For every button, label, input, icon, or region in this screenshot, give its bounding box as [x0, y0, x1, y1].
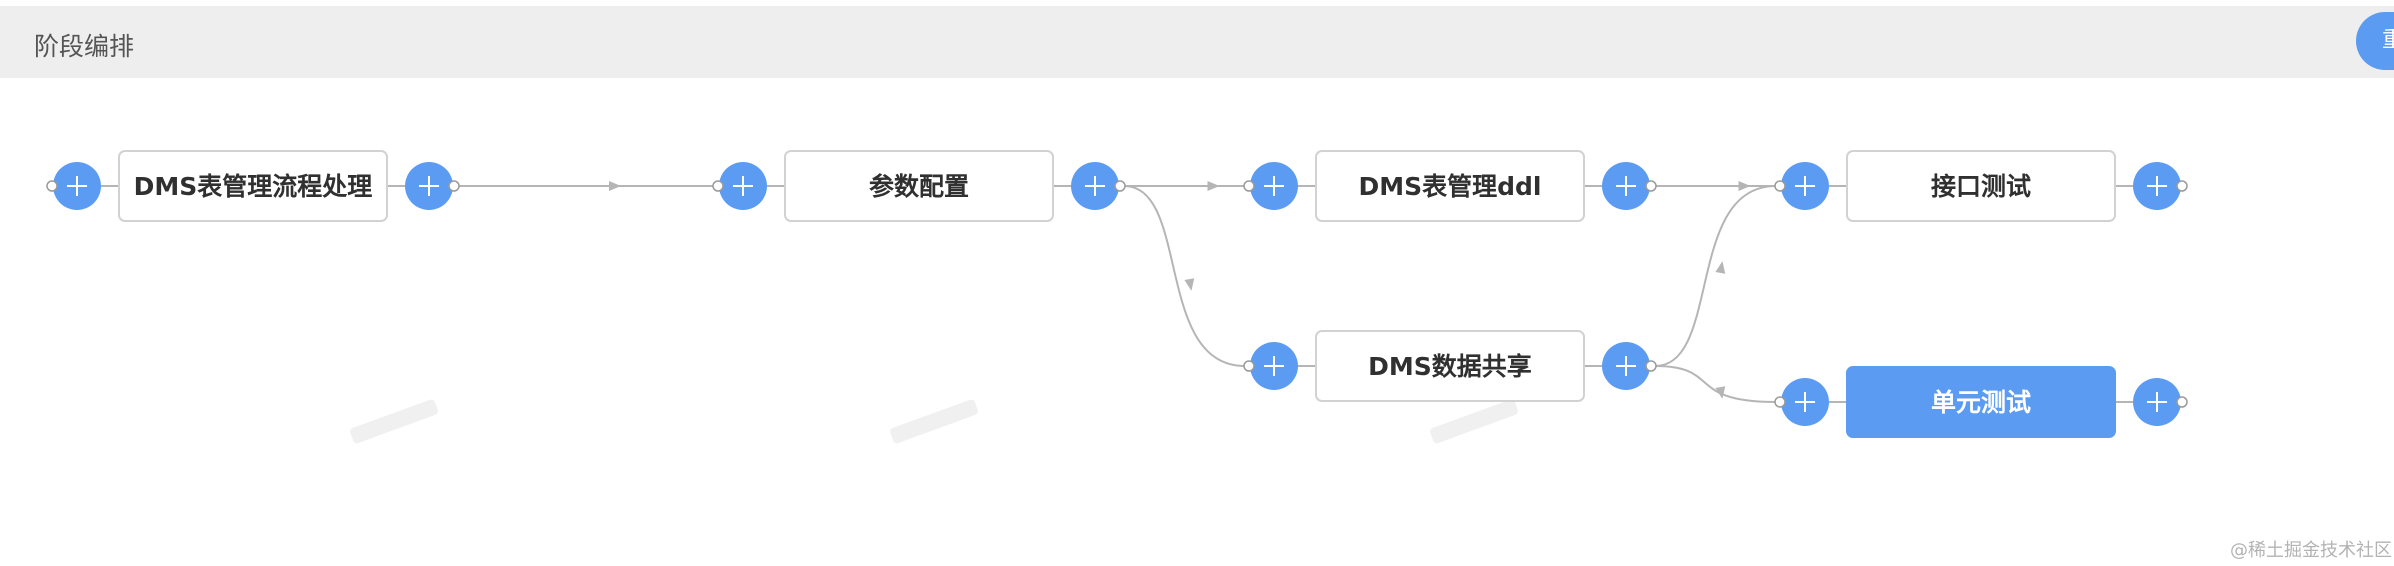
plus-icon [733, 176, 753, 196]
edge-arrowhead [1738, 181, 1751, 191]
edge-arrowhead [1207, 181, 1220, 191]
plus-icon [1795, 176, 1815, 196]
stage-label: DMS数据共享 [1368, 352, 1532, 381]
stage-node-s1[interactable]: DMS表管理流程处理 [46, 150, 460, 222]
stage-node-s3[interactable]: DMS表管理ddl [1243, 150, 1657, 222]
add-after-button[interactable] [405, 162, 460, 210]
stage-label: 单元测试 [1931, 388, 2031, 417]
add-before-button[interactable] [1243, 162, 1298, 210]
plus-icon [1616, 176, 1636, 196]
stage-label: 接口测试 [1931, 172, 2031, 201]
add-after-button[interactable] [1602, 162, 1657, 210]
plus-icon [1616, 356, 1636, 376]
connection-port[interactable] [2176, 180, 2188, 192]
add-after-button[interactable] [2133, 378, 2188, 426]
add-before-button[interactable] [46, 162, 101, 210]
stage-node-s5[interactable]: 接口测试 [1774, 150, 2188, 222]
connection-port[interactable] [1645, 360, 1657, 372]
watermark-credit: @稀土掘金技术社区 [2230, 540, 2392, 561]
stage-box[interactable] [1846, 366, 2116, 438]
stage-label: DMS表管理流程处理 [134, 172, 373, 201]
add-before-button[interactable] [1774, 378, 1829, 426]
add-after-button[interactable] [1071, 162, 1126, 210]
plus-icon [67, 176, 87, 196]
header-bar: 阶段编排 [0, 6, 2394, 78]
edge-arrowhead [1184, 278, 1195, 291]
add-before-button[interactable] [1243, 342, 1298, 390]
edge-s4-s6 [1654, 365, 1777, 403]
connection-port[interactable] [1243, 360, 1255, 372]
plus-icon [1795, 392, 1815, 412]
plus-icon [1085, 176, 1105, 196]
stage-box[interactable] [118, 150, 388, 222]
connection-port[interactable] [448, 180, 460, 192]
stage-label: 参数配置 [869, 172, 969, 201]
stage-label: DMS表管理ddl [1359, 172, 1542, 201]
connection-port[interactable] [1645, 180, 1657, 192]
add-after-button[interactable] [1602, 342, 1657, 390]
stage-box[interactable] [1315, 330, 1585, 402]
connection-port[interactable] [2176, 396, 2188, 408]
background-watermarks [350, 399, 1518, 444]
stage-box[interactable] [1315, 150, 1585, 222]
stage-node-s2[interactable]: 参数配置 [712, 150, 1126, 222]
edge-arrowhead [1715, 261, 1726, 274]
stage-node-s4[interactable]: DMS数据共享 [1243, 330, 1657, 402]
stage-box[interactable] [784, 150, 1054, 222]
plus-icon [419, 176, 439, 196]
add-after-button[interactable] [2133, 162, 2188, 210]
plus-icon [1264, 176, 1284, 196]
connection-port[interactable] [1774, 396, 1786, 408]
connection-port[interactable] [1243, 180, 1255, 192]
edge-arrowhead [1715, 386, 1726, 399]
plus-icon [1264, 356, 1284, 376]
plus-icon [2147, 176, 2167, 196]
connection-port[interactable] [1774, 180, 1786, 192]
plus-icon [2147, 392, 2167, 412]
page-title: 阶段编排 [34, 32, 135, 61]
edge-arrowhead [609, 181, 621, 191]
edge-s2-s4 [1123, 185, 1246, 367]
connection-port[interactable] [712, 180, 724, 192]
edges-layer [458, 181, 1777, 403]
connection-port[interactable] [1114, 180, 1126, 192]
stage-box[interactable] [1846, 150, 2116, 222]
stage-node-s6[interactable]: 单元测试 [1774, 366, 2188, 438]
add-before-button[interactable] [712, 162, 767, 210]
add-before-button[interactable] [1774, 162, 1829, 210]
connection-port[interactable] [46, 180, 58, 192]
edge-s4-s5 [1654, 185, 1777, 367]
